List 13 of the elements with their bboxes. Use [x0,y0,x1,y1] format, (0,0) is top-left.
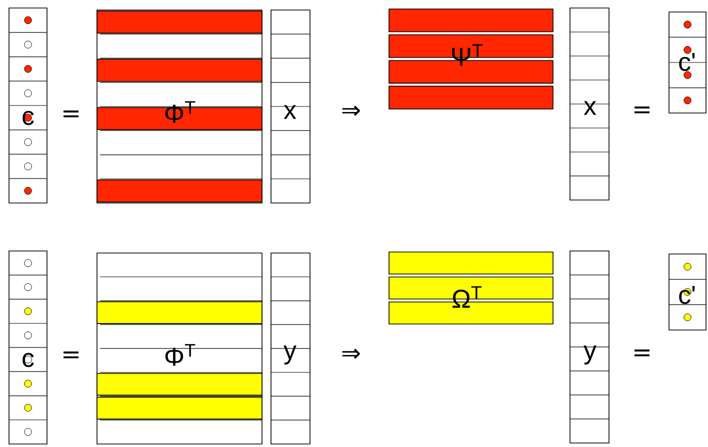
math-symbol: = [634,106,650,114]
column-vector: c' [668,254,706,330]
math-symbol: = [634,350,650,356]
column-vector: y [570,250,610,444]
math-symbol: = [64,352,78,358]
column-vector: y [270,252,310,444]
math-symbol: ⇒ [342,348,360,359]
column-vector: c' [668,12,706,114]
column-vector: c [8,8,48,204]
math-symbol: ⇒ [342,106,360,116]
column-vector: x [270,10,310,204]
math-symbol: = [64,110,78,118]
column-vector: x [570,8,610,200]
